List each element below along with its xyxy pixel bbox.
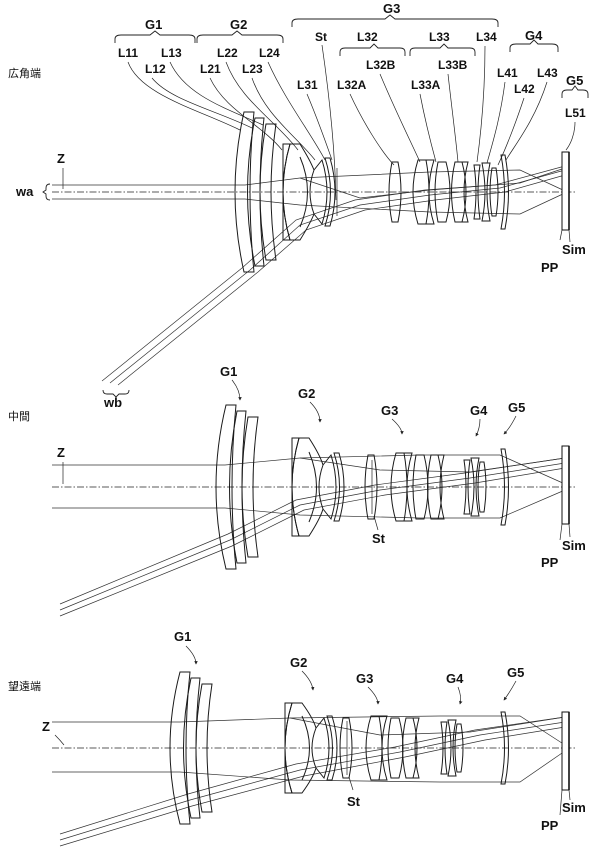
tele-group-g2: G2 — [290, 655, 307, 670]
label-l32b: L32B — [366, 58, 396, 72]
label-l23: L23 — [242, 62, 263, 76]
wide-group3-lenses — [336, 159, 469, 225]
middle-glass-plate — [561, 445, 570, 525]
wide-angle-panel: 広角端 G1 G2 G3 G4 G5 L11 L13 L12 L22 L24 L… — [8, 1, 589, 410]
middle-group3-lenses — [364, 452, 445, 522]
middle-group-g1: G1 — [220, 364, 237, 379]
wide-group-g4: G4 — [525, 28, 543, 43]
wide-beam-a-label: wa — [15, 184, 34, 199]
label-l34: L34 — [476, 30, 497, 44]
wide-glass-plate — [561, 151, 570, 231]
label-l41: L41 — [497, 66, 518, 80]
tele-group4-lenses — [440, 719, 464, 777]
tele-group5-lens — [500, 711, 509, 785]
middle-group2-lenses — [291, 437, 345, 537]
wide-state-label: 広角端 — [8, 67, 41, 80]
middle-group1-lenses — [215, 404, 259, 570]
wide-group5-lens — [500, 154, 509, 230]
wide-group-g1: G1 — [145, 17, 162, 32]
label-l42: L42 — [514, 82, 535, 96]
middle-axis-label: Z — [57, 445, 65, 460]
label-l32: L32 — [357, 30, 378, 44]
wide-beam-b-label: wb — [103, 395, 122, 410]
intermediate-panel: 中間 G1 G2 G3 G4 G5 Z — [8, 364, 586, 617]
label-l13: L13 — [161, 46, 182, 60]
tele-group-g1: G1 — [174, 629, 191, 644]
label-st-wide: St — [315, 30, 327, 44]
wide-image-plane-label: Sim — [562, 242, 586, 257]
label-l33: L33 — [429, 30, 450, 44]
wide-leader-lines — [127, 44, 576, 201]
label-l31: L31 — [297, 78, 318, 92]
wide-group2-lenses — [282, 143, 336, 241]
tele-image-plane-label: Sim — [562, 800, 586, 815]
middle-group-g4: G4 — [470, 403, 488, 418]
label-l33b: L33B — [438, 58, 468, 72]
label-l33a: L33A — [411, 78, 441, 92]
tele-group3-lenses — [339, 715, 420, 781]
label-l21: L21 — [200, 62, 221, 76]
tele-group-g5: G5 — [507, 665, 524, 680]
tele-group2-lenses — [284, 702, 338, 794]
tele-glass-plate — [561, 711, 570, 791]
label-l32a: L32A — [337, 78, 367, 92]
tele-state-label: 望遠端 — [8, 680, 41, 693]
tele-axis-label: Z — [42, 719, 50, 734]
tele-stop-label: St — [347, 794, 361, 809]
tele-group1-lenses — [169, 671, 213, 825]
label-l12: L12 — [145, 62, 166, 76]
middle-group-g3: G3 — [381, 403, 398, 418]
middle-group5-lens — [500, 448, 509, 526]
wide-plate-label: PP — [541, 260, 559, 275]
label-l43: L43 — [537, 66, 558, 80]
label-l51: L51 — [565, 106, 586, 120]
middle-stop-label: St — [372, 531, 386, 546]
label-l11: L11 — [118, 46, 138, 60]
wide-group-g2: G2 — [230, 17, 247, 32]
telephoto-panel: 望遠端 G1 G2 G3 G4 G5 Z — [8, 629, 586, 847]
middle-group-g5: G5 — [508, 400, 525, 415]
label-l22: L22 — [217, 46, 238, 60]
wide-group-g3: G3 — [383, 1, 400, 16]
tele-group-g4: G4 — [446, 671, 464, 686]
middle-state-label: 中間 — [8, 410, 30, 423]
middle-group4-lenses — [463, 457, 487, 517]
middle-group-g2: G2 — [298, 386, 315, 401]
tele-plate-label: PP — [541, 818, 559, 833]
middle-image-plane-label: Sim — [562, 538, 586, 553]
wide-group4-lenses — [473, 162, 499, 222]
middle-plate-label: PP — [541, 555, 559, 570]
wide-axis-label: Z — [57, 151, 65, 166]
label-l24: L24 — [259, 46, 280, 60]
wide-rays — [52, 165, 566, 386]
tele-group-g3: G3 — [356, 671, 373, 686]
wide-group1-lenses — [234, 111, 277, 273]
wide-group-g5: G5 — [566, 73, 583, 88]
